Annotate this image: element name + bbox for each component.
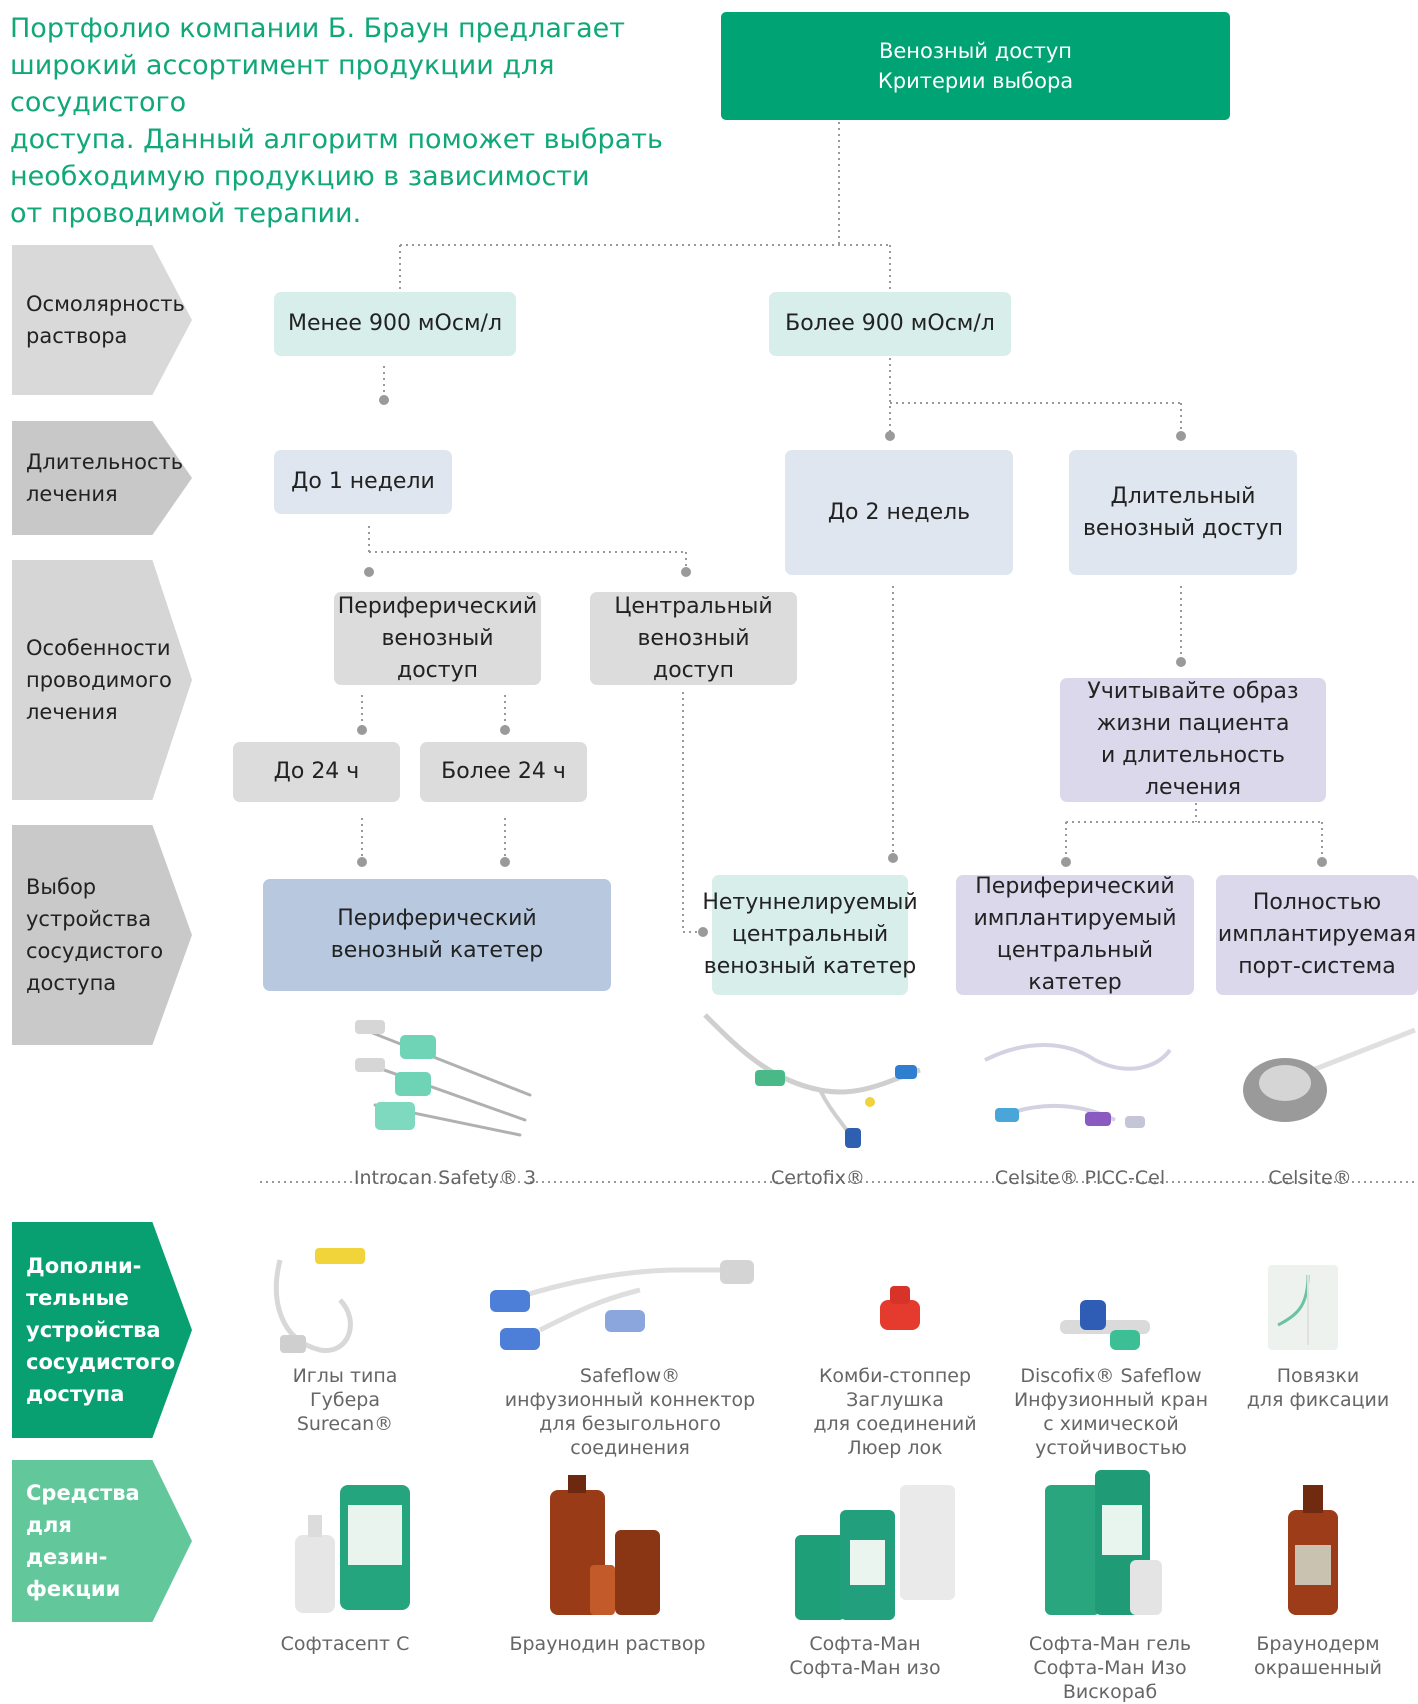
accessory-caption-surecan: Иглы типа Губера Surecan® xyxy=(292,1365,398,1435)
product-caption-picc-cel: Celsite® PICC-Cel xyxy=(994,1167,1166,1189)
node-more-900: Более 900 мОсм/л xyxy=(769,292,1011,356)
surecan-needle-image xyxy=(273,1248,365,1353)
product-caption-introcan: Introcan Safety® 3 xyxy=(353,1167,537,1189)
softaman-bottles-image xyxy=(795,1485,955,1620)
accessory-caption-safeflow: Safeflow® инфузионный коннектор для безы… xyxy=(504,1365,756,1459)
discofix-stopcock-image xyxy=(1060,1300,1150,1350)
braunodin-bottles-image xyxy=(550,1475,660,1615)
node-picc: Периферический имплантируемый центральны… xyxy=(956,874,1194,995)
row-label-additional-devices: Дополни- тельные устройства сосудистого … xyxy=(12,1222,192,1438)
row-label-duration: Длительность лечения xyxy=(12,421,192,535)
node-implantable-port: Полностью имплантируемая порт-система xyxy=(1216,875,1418,995)
row-label-disinfection: Средства для дезин- фекции xyxy=(12,1460,192,1622)
row-label-osmolarity: Осмолярность раствора xyxy=(12,245,192,395)
node-central-access: Центральный венозный доступ xyxy=(590,592,797,685)
accessory-caption-discofix: Discofix® Safeflow Инфузионный кран с хи… xyxy=(1013,1365,1209,1459)
root-node: Венозный доступ Критерии выбора xyxy=(721,12,1230,120)
node-over-24h: Более 24 ч xyxy=(420,742,587,802)
introcan-catheters-image xyxy=(355,1020,532,1137)
accessory-caption-combi-stopper: Комби-стоппер Заглушка для соединений Лю… xyxy=(813,1365,977,1459)
product-caption-certofix: Certofix® xyxy=(770,1167,866,1189)
node-nontunneled-cvc: Нетуннелируемый центральный венозный кат… xyxy=(702,875,918,995)
node-less-900: Менее 900 мОсм/л xyxy=(274,292,516,356)
disinfectant-caption-softasept: Софтасепт С xyxy=(280,1633,410,1655)
node-peripheral-venous-catheter: Периферический венозный катетер xyxy=(263,879,611,991)
accessory-caption-dressing: Повязки для фиксации xyxy=(1246,1365,1390,1411)
softaman-gel-bottles-image xyxy=(1045,1470,1162,1615)
disinfectant-caption-braunodin: Браунодин раствор xyxy=(509,1633,706,1655)
safeflow-connector-image xyxy=(490,1260,754,1350)
node-long-term-access: Длительный венозный доступ xyxy=(1069,450,1297,575)
node-up-to-1-week: До 1 недели xyxy=(274,450,452,514)
disinfectant-caption-softaman: Софта-Ман Софта-Ман изо xyxy=(789,1633,941,1679)
braunoderm-bottle-image xyxy=(1288,1485,1338,1615)
celsite-port-image xyxy=(1243,1027,1416,1122)
disinfectant-caption-softaman-gel: Софта-Ман гель Софта-Ман Изо Вискораб xyxy=(1028,1633,1192,1703)
picc-cel-catheter-image xyxy=(984,1043,1172,1128)
product-caption-celsite: Celsite® xyxy=(1268,1167,1352,1189)
node-peripheral-access: Периферический венозный доступ xyxy=(334,592,541,685)
fixation-dressing-image xyxy=(1268,1265,1338,1350)
node-up-to-24h: До 24 ч xyxy=(233,742,400,802)
combi-stopper-image xyxy=(880,1286,920,1330)
row-label-device-choice: Выбор устройства сосудистого доступа xyxy=(12,825,192,1045)
intro-text: Портфолио компании Б. Браун предлагает ш… xyxy=(10,13,663,229)
disinfectant-caption-braunoderm: Браунодерм окрашенный xyxy=(1253,1633,1383,1679)
node-lifestyle-consideration: Учитывайте образ жизни пациента и длител… xyxy=(1060,678,1326,802)
node-up-to-2-weeks: До 2 недель xyxy=(785,450,1013,575)
certofix-catheter-image xyxy=(703,1013,921,1148)
softasept-bottles-image xyxy=(295,1485,410,1613)
row-label-features: Особенности проводимого лечения xyxy=(12,560,192,800)
